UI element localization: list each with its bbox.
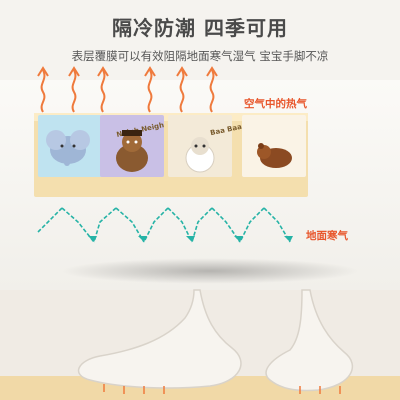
horse-icon — [116, 130, 148, 172]
page-subtitle: 表层覆膜可以有效阻隔地面寒气湿气 宝宝手脚不凉 — [71, 49, 329, 63]
bear-icon — [257, 143, 292, 168]
cold-air-label: 地面寒气 — [306, 230, 348, 242]
foot-icon — [77, 289, 354, 392]
elephant-icon — [46, 130, 90, 166]
mat-shadow — [60, 258, 360, 284]
page-title: 隔冷防潮 四季可用 — [112, 16, 288, 40]
hot-air-label: 空气中的热气 — [244, 98, 307, 110]
warmth-ticks — [103, 384, 341, 394]
cold-air-arrows — [37, 207, 291, 243]
cold-air-arrowheads — [88, 236, 293, 242]
hot-air-arrows — [37, 66, 218, 113]
sheep-icon — [185, 137, 215, 173]
